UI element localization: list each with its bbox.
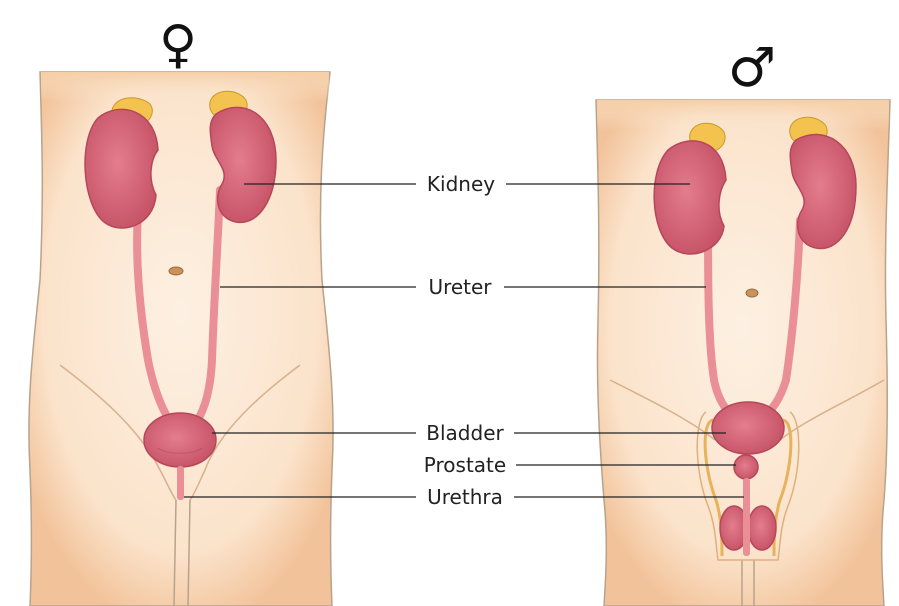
female-symbol: ♀ xyxy=(159,15,197,75)
label-ureter: Ureter xyxy=(428,275,492,299)
female-bladder xyxy=(144,413,216,467)
label-kidney: Kidney xyxy=(427,172,495,196)
labels: Kidney Ureter Bladder Prostate Urethra xyxy=(424,172,506,509)
female-navel xyxy=(169,267,183,275)
male-navel xyxy=(746,289,758,297)
male-testis-right xyxy=(748,506,776,550)
label-urethra: Urethra xyxy=(427,485,503,509)
female-torso xyxy=(29,72,333,606)
female-urethra xyxy=(177,466,184,500)
label-bladder: Bladder xyxy=(426,421,504,445)
male-prostate xyxy=(734,455,758,479)
female-shoulder-shade xyxy=(41,72,329,102)
label-prostate: Prostate xyxy=(424,453,506,477)
male-kidney-left xyxy=(654,141,726,254)
male-figure: ♂ xyxy=(596,36,890,606)
male-shoulder-shade xyxy=(597,100,889,130)
female-kidney-right xyxy=(210,107,276,222)
male-bladder xyxy=(712,402,784,454)
female-kidney-left xyxy=(85,109,158,228)
male-symbol: ♂ xyxy=(728,36,776,99)
female-figure: ♀ xyxy=(29,15,333,606)
